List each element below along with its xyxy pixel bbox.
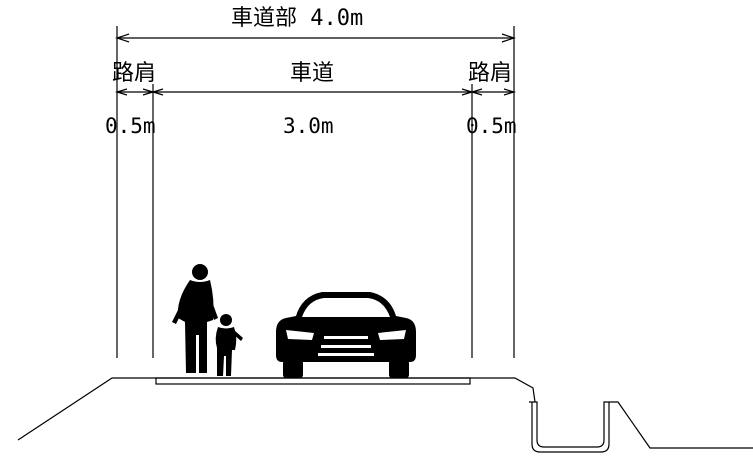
right-shoulder-label: 路肩 [468,61,513,86]
child-pedestrian-icon [215,314,243,376]
left-shoulder-label: 路肩 [112,61,157,86]
right-shoulder-width: 0.5m [466,114,517,138]
segment-dimension-line [114,88,517,96]
right-slope-line [612,401,753,449]
carriageway-label: 車道 [290,61,335,86]
adult-pedestrian-icon [172,264,218,373]
total-width-label: 車道部 4.0m [231,6,364,31]
pavement-surface [155,377,471,385]
carriageway-width: 3.0m [283,114,334,138]
car-front-icon [276,292,416,378]
left-embankment-line [17,377,536,441]
side-ditch [529,401,612,453]
left-shoulder-width: 0.5m [105,114,156,138]
total-width-dimension-line [115,33,516,43]
